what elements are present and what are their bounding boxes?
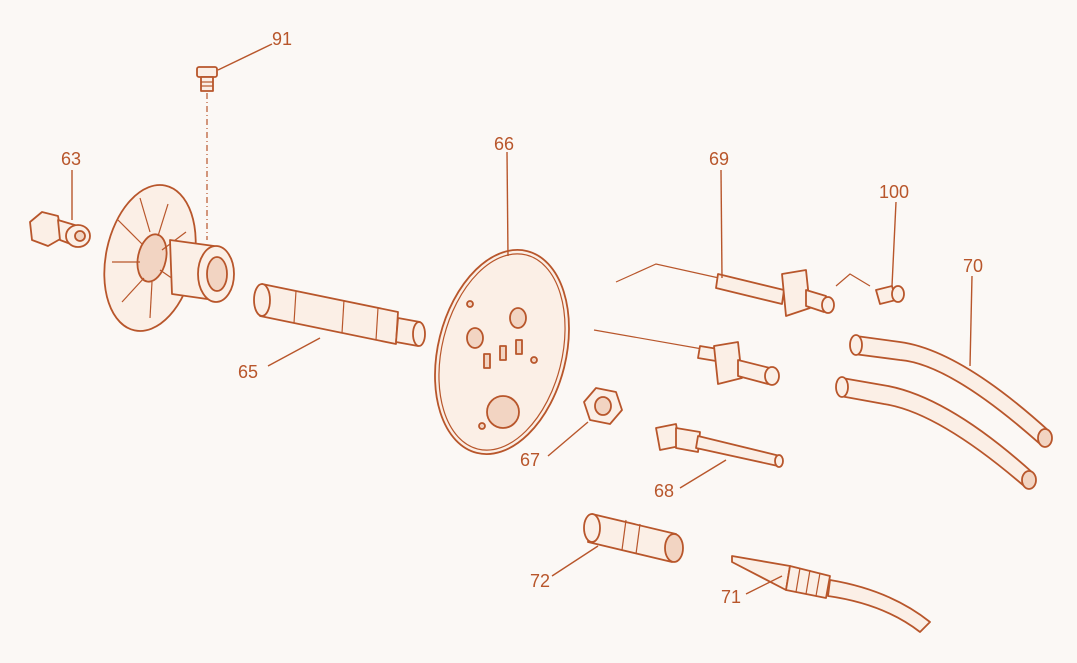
part-67-hex-nut	[583, 387, 623, 425]
callout-70: 70	[963, 256, 984, 276]
part-71-cable	[731, 555, 931, 633]
part-68-probe	[655, 423, 784, 468]
callout-100: 100	[879, 182, 910, 202]
part-100-screw	[875, 285, 905, 305]
part-72-sleeve	[583, 513, 684, 563]
part-swirler-disc	[103, 184, 235, 332]
callout-69: 69	[709, 149, 730, 169]
leader-lines	[71, 43, 973, 595]
callout-91: 91	[272, 29, 293, 49]
part-63-nozzle	[29, 211, 91, 248]
callout-65: 65	[238, 362, 259, 382]
callout-71: 71	[721, 587, 742, 607]
part-69-electrodes	[593, 263, 871, 386]
callout-66: 66	[494, 134, 515, 154]
part-65-tube	[253, 283, 426, 347]
callout-72: 72	[530, 571, 551, 591]
callout-68: 68	[654, 481, 675, 501]
part-70-tubes	[835, 334, 1053, 490]
callout-63: 63	[61, 149, 82, 169]
part-91-screw	[196, 66, 218, 240]
callout-67: 67	[520, 450, 541, 470]
part-66-plate	[434, 249, 570, 455]
